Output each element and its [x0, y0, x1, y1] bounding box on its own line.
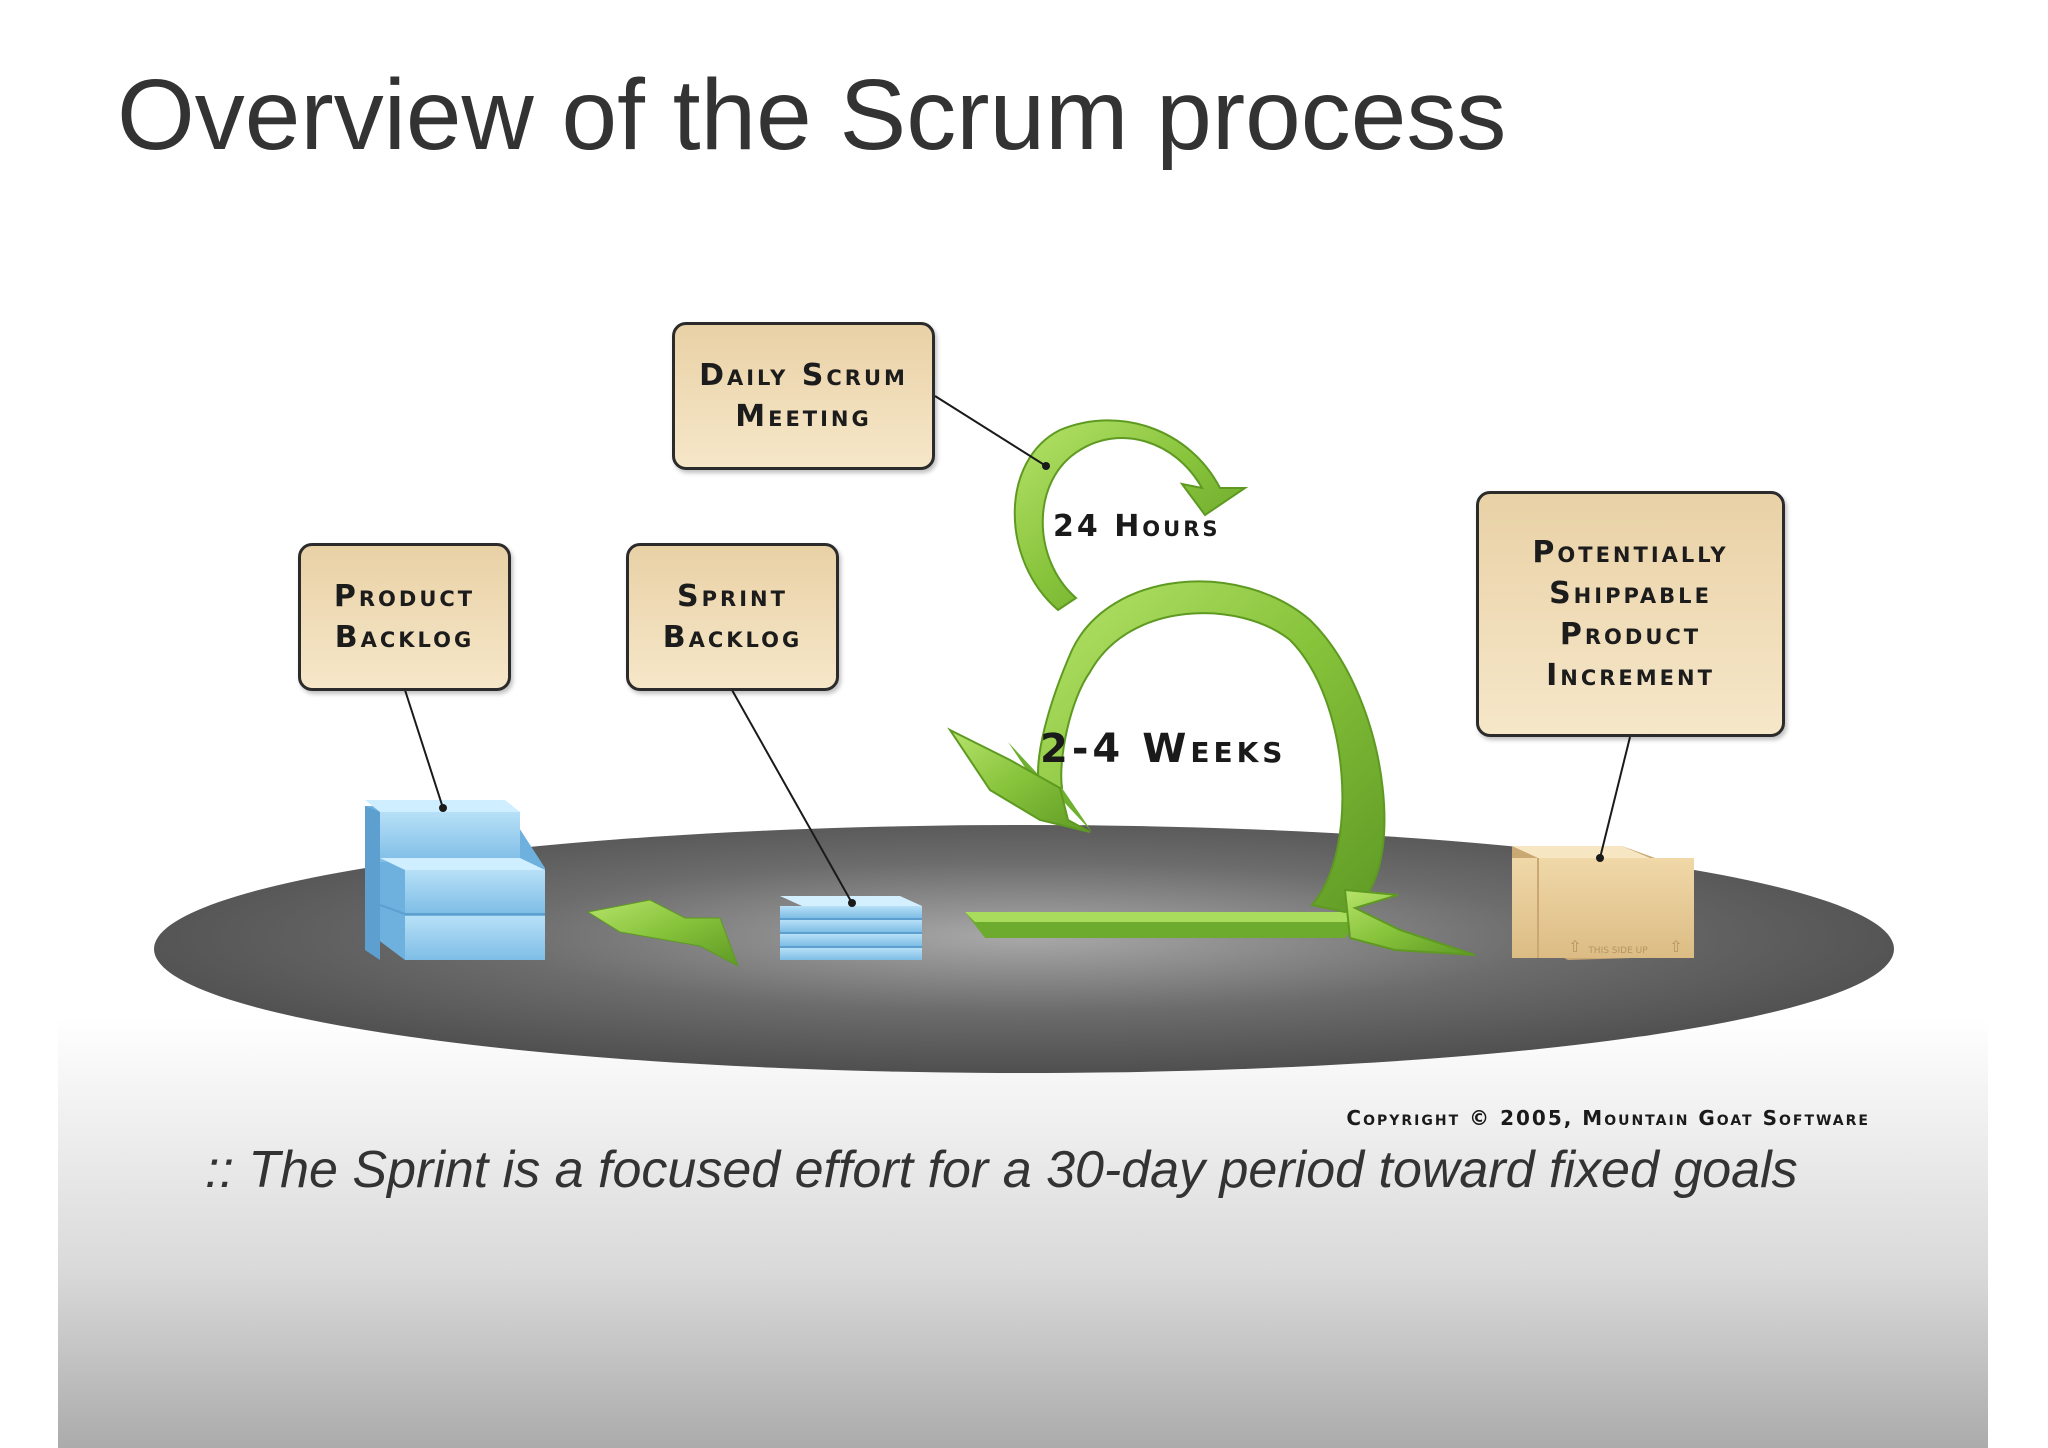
copyright-note: Copyright © 2005, Mountain Goat Software [1346, 1106, 1870, 1130]
leader-line-daily [934, 395, 1047, 467]
daily-cycle-arrow-icon [1013, 419, 1249, 612]
cycle-label-24-hours: 24 Hours [1053, 509, 1221, 544]
slide-caption: :: The Sprint is a focused effort for a … [205, 1141, 1798, 1199]
label-line: Product [1559, 617, 1702, 652]
product-backlog-label: Product Backlog [298, 543, 511, 691]
slide-title: Overview of the Scrum process [117, 59, 1507, 171]
label-line: Increment [1546, 658, 1715, 693]
flow-arrow-icon [586, 899, 739, 968]
leader-line-psi [1599, 736, 1631, 859]
ground-disc [154, 825, 1894, 1073]
sprint-backlog-label: Sprint Backlog [626, 543, 839, 691]
shippable-product-box-icon: THIS SIDE UP ⇧ ⇧ [1512, 846, 1694, 960]
label-line: Shippable [1549, 576, 1712, 611]
sprint-backlog-pages-icon [780, 896, 922, 960]
svg-text:⇧: ⇧ [1568, 937, 1581, 956]
label-line: Daily Scrum [699, 358, 908, 393]
crate-label-text: THIS SIDE UP [1587, 946, 1648, 956]
label-line: Backlog [662, 620, 803, 655]
daily-scrum-meeting-label: Daily Scrum Meeting [672, 322, 935, 470]
label-line: Backlog [334, 620, 475, 655]
label-line: Product [333, 579, 476, 614]
leader-line-sprint [731, 689, 853, 904]
label-line: Sprint [677, 579, 788, 614]
potentially-shippable-product-increment-label: Potentially Shippable Product Increment [1476, 491, 1785, 737]
product-backlog-stack-icon [365, 800, 545, 960]
svg-text:⇧: ⇧ [1669, 937, 1682, 956]
label-line: Meeting [735, 399, 872, 434]
leader-line-product [404, 689, 444, 809]
label-line: Potentially [1532, 535, 1729, 570]
sprint-cycle-arrow-icon [947, 580, 1476, 956]
cycle-label-2-4-weeks: 2-4 Weeks [1040, 726, 1286, 772]
